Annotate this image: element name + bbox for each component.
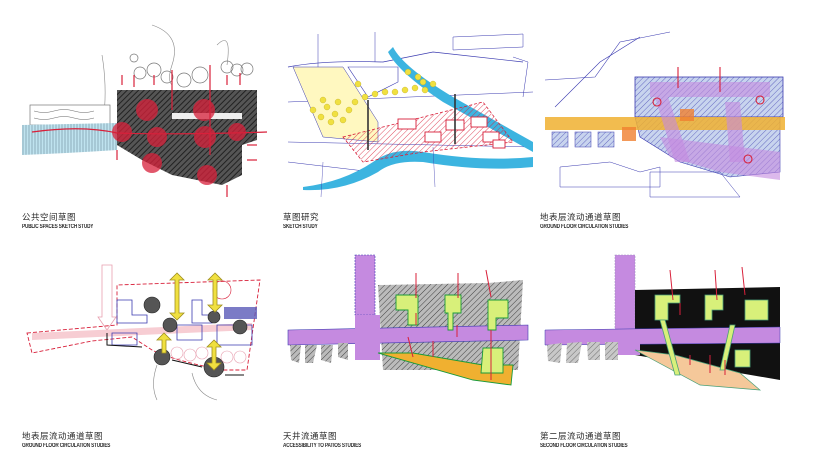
second-floor-circulation-plan-image: [544, 254, 781, 391]
caption-chinese: 天井流通草图: [283, 432, 338, 442]
public-spaces-sketch-image: [22, 24, 268, 197]
caption-english: ACCESSIBILITY TO PATIOS STUDIES: [283, 443, 362, 449]
ground-floor-circulation-plan-image: [544, 31, 785, 198]
caption-chinese: 公共空间草图: [22, 213, 77, 223]
caption-chinese: 第二层流动通道草图: [540, 432, 622, 442]
sketch-study-image: [287, 32, 534, 198]
caption-english: GROUND FLOOR CIRCULATION STUDIES: [22, 443, 111, 449]
caption-english: SECOND FLOOR CIRCULATION STUDIES: [540, 443, 628, 449]
patios-accessibility-plan-image: [287, 254, 529, 386]
caption-english: GROUND FLOOR CIRCULATION STUDIES: [540, 224, 629, 230]
ground-floor-circulation-diagram-image: [26, 264, 261, 401]
caption-chinese: 草图研究: [283, 213, 320, 223]
caption-chinese: 地表层流动通道草图: [22, 432, 104, 442]
caption-english: SKETCH STUDY: [283, 224, 318, 230]
caption-chinese: 地表层流动通道草图: [540, 213, 622, 223]
caption-english: PUBLIC SPACES SKETCH STUDY: [22, 224, 94, 230]
